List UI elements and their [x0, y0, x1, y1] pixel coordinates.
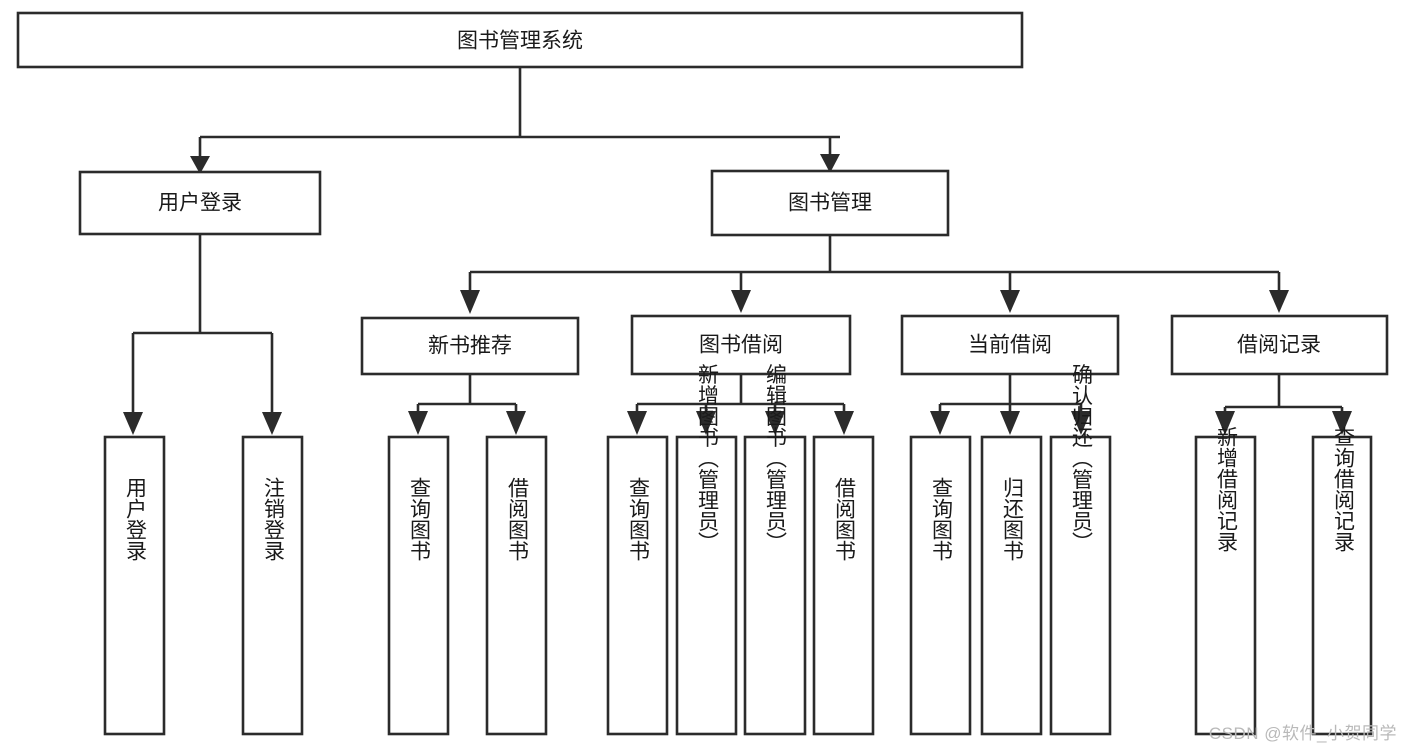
node-leaf-borrow-book-1[interactable]: 借阅图书	[485, 435, 548, 736]
node-leaf-borrow-book-2-box[interactable]	[812, 435, 875, 736]
arrowhead-leaf-borrow-book-2	[834, 411, 854, 435]
node-book-borrow[interactable]: 图书借阅	[630, 314, 852, 376]
node-current-borrow[interactable]: 当前借阅	[900, 314, 1120, 376]
node-leaf-query-book-3-label: 查询图书	[930, 477, 954, 561]
node-leaf-logout-label: 注销登录	[262, 477, 286, 561]
arrowhead-leaf-return-book	[1000, 411, 1020, 435]
node-leaf-return-book-box[interactable]	[980, 435, 1043, 736]
node-leaf-confirm-return-box[interactable]	[1049, 435, 1112, 736]
node-leaf-query-book-2-box[interactable]	[606, 435, 669, 736]
node-leaf-edit-book-label: 编辑图书（管理员）	[764, 364, 788, 553]
node-book-manage[interactable]: 图书管理	[710, 169, 950, 237]
node-root[interactable]: 图书管理系统	[16, 11, 1024, 69]
arrowhead-leaf-logout	[262, 412, 282, 435]
edge-root-trunk	[198, 67, 840, 160]
node-leaf-user-login-label: 用户登录	[124, 477, 148, 561]
node-leaf-logout-box[interactable]	[241, 435, 304, 736]
node-leaf-borrow-book-1-label: 借阅图书	[506, 477, 530, 561]
node-leaf-add-record-label: 新增借阅记录	[1215, 426, 1239, 552]
node-leaf-query-book-3-box[interactable]	[909, 435, 972, 736]
node-leaf-query-book-1[interactable]: 查询图书	[387, 435, 450, 736]
node-book-borrow-box[interactable]	[630, 314, 852, 376]
arrowhead-leaf-query-book-1	[408, 411, 428, 435]
node-leaf-add-book-box[interactable]	[675, 435, 738, 736]
node-leaf-user-login-box[interactable]	[103, 435, 166, 736]
edge-borrow-record-split	[1223, 374, 1344, 419]
node-leaf-borrow-book-2[interactable]: 借阅图书	[812, 435, 875, 736]
arrowhead-leaf-query-book-3	[930, 411, 950, 435]
node-leaf-query-book-2[interactable]: 查询图书	[606, 435, 669, 736]
node-leaf-confirm-return[interactable]: 确认归还（管理员）	[1049, 364, 1112, 736]
node-borrow-record-label: 借阅记录	[1237, 334, 1321, 357]
arrowhead-user-login	[190, 156, 210, 174]
node-leaf-return-book-label: 归还图书	[1001, 477, 1025, 561]
edge-book-manage-split	[468, 235, 1281, 292]
node-leaf-edit-book-box[interactable]	[743, 435, 807, 736]
node-user-login-label: 用户登录	[158, 192, 242, 215]
edge-book-borrow-split	[635, 374, 846, 419]
node-leaf-confirm-return-label: 确认归还（管理员）	[1070, 364, 1094, 553]
node-new-book-rec[interactable]: 新书推荐	[360, 316, 580, 376]
arrowhead-book-borrow	[731, 290, 751, 313]
arrowhead-leaf-add-record	[1215, 411, 1235, 435]
node-leaf-query-record-label: 查询借阅记录	[1332, 426, 1356, 552]
node-leaf-query-book-1-label: 查询图书	[408, 477, 432, 561]
node-current-borrow-box[interactable]	[900, 314, 1120, 376]
arrowhead-borrow-record	[1269, 290, 1289, 313]
arrowhead-current-borrow	[1000, 290, 1020, 313]
arrowhead-leaf-query-book-2	[627, 411, 647, 435]
node-leaf-query-book-2-label: 查询图书	[627, 477, 651, 561]
node-leaf-query-book-3[interactable]: 查询图书	[909, 435, 972, 736]
node-leaf-return-book[interactable]: 归还图书	[980, 435, 1043, 736]
node-leaf-user-login[interactable]: 用户登录	[103, 435, 166, 736]
node-leaf-edit-book[interactable]: 编辑图书（管理员）	[743, 364, 807, 736]
watermark-text: CSDN @软件_小贺同学	[1208, 724, 1397, 743]
node-new-book-rec-label: 新书推荐	[428, 335, 512, 358]
arrowhead-leaf-borrow-book-1	[506, 411, 526, 435]
node-new-book-rec-box[interactable]	[360, 316, 580, 376]
arrowhead-leaf-confirm-return	[1071, 411, 1091, 435]
node-user-login[interactable]: 用户登录	[78, 170, 322, 236]
node-leaf-query-book-1-box[interactable]	[387, 435, 450, 736]
node-leaf-add-book-label: 新增图书（管理员）	[696, 364, 720, 553]
node-root-label: 图书管理系统	[457, 30, 583, 53]
node-borrow-record-box[interactable]	[1170, 314, 1389, 376]
node-book-manage-label: 图书管理	[788, 192, 872, 215]
node-current-borrow-label: 当前借阅	[968, 334, 1052, 357]
node-book-manage-box[interactable]	[710, 169, 950, 237]
node-leaf-add-record-box[interactable]	[1194, 435, 1257, 736]
edge-new-book-rec-split	[416, 374, 518, 419]
arrowhead-leaf-query-record	[1332, 411, 1352, 435]
node-root-box[interactable]	[16, 11, 1024, 69]
arrowhead-leaf-edit-book	[765, 411, 785, 435]
node-book-borrow-label: 图书借阅	[699, 334, 783, 357]
node-borrow-record[interactable]: 借阅记录	[1170, 314, 1389, 376]
node-user-login-box[interactable]	[78, 170, 322, 236]
arrowhead-book-manage	[820, 154, 840, 173]
node-leaf-query-record[interactable]: 查询借阅记录	[1311, 426, 1373, 736]
node-leaf-add-record[interactable]: 新增借阅记录	[1194, 426, 1257, 736]
node-leaf-logout[interactable]: 注销登录	[241, 435, 304, 736]
arrowhead-leaf-user-login	[123, 412, 143, 435]
node-leaf-borrow-book-2-label: 借阅图书	[833, 477, 857, 561]
arrowhead-leaf-add-book	[696, 411, 716, 435]
connector-layer	[123, 67, 1352, 435]
node-leaf-query-record-box[interactable]	[1311, 435, 1373, 736]
arrowhead-new-book-rec	[460, 290, 480, 314]
node-leaf-borrow-book-1-box[interactable]	[485, 435, 548, 736]
edge-user-login-split	[131, 234, 274, 418]
node-leaf-add-book[interactable]: 新增图书（管理员）	[675, 364, 738, 736]
